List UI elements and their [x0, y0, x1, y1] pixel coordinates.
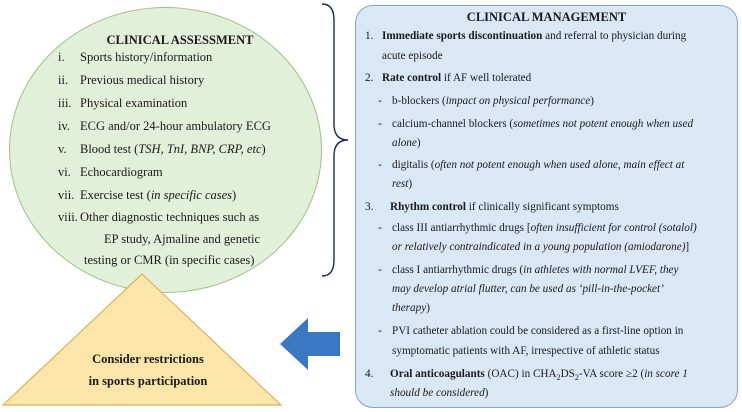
assessment-item-2: ii.Previous medical history: [58, 73, 205, 87]
mgmt-item-4-num: 4.: [365, 368, 374, 380]
mgmt-item-1: Immediate sports discontinuation and ref…: [382, 30, 687, 42]
mgmt-3-bullet-1-line2: or relatively contraindicated in a young…: [392, 241, 690, 253]
clinical-management-box: [355, 5, 738, 408]
assessment-item-5: v.Blood test (TSH, TnI, BNP, CRP, etc): [58, 142, 266, 156]
mgmt-2-bullet-3-line2: rest): [392, 178, 413, 190]
mgmt-item-2-num: 2.: [365, 72, 374, 84]
clinical-assessment-circle: [9, 7, 322, 293]
assessment-item-8: viii.Other diagnostic techniques such as: [58, 210, 260, 224]
mgmt-3-bullet-2-line3: therapy): [392, 302, 430, 314]
bullet-dash: -: [378, 118, 382, 130]
assessment-item-3: iii.Physical examination: [58, 96, 188, 110]
left-arrow-icon: [280, 318, 340, 370]
bullet-dash: -: [378, 95, 382, 107]
mgmt-2-bullet-3: digitalis (often not potent enough when …: [392, 159, 685, 171]
mgmt-3-bullet-2-line2: may develop atrial flutter, can be used …: [392, 283, 664, 295]
restrictions-text-line2: in sports participation: [88, 374, 208, 388]
mgmt-2-bullet-2: calcium-channel blockers (sometimes not …: [392, 118, 694, 130]
bullet-dash: -: [378, 325, 382, 337]
assessment-item-6: vi.Echocardiogram: [58, 165, 163, 179]
mgmt-item-1-line2: acute episode: [382, 50, 443, 62]
mgmt-2-bullet-1: b-blockers (impact on physical performan…: [392, 95, 594, 107]
right-curly-brace: [321, 3, 349, 277]
mgmt-item-3: Rhythm control if clinically significant…: [390, 201, 619, 213]
mgmt-3-bullet-1: class III antiarrhythmic drugs [often in…: [392, 222, 697, 234]
mgmt-item-2: Rate control if AF well tolerated: [382, 72, 532, 84]
assessment-item-8-line2: EP study, Ajmaline and genetic: [104, 232, 260, 246]
assessment-item-7: vii.Exercise test (in specific cases): [58, 188, 237, 202]
restrictions-triangle: [1, 273, 283, 406]
mgmt-3-bullet-2: class I antiarrhythmic drugs (in athlete…: [392, 264, 679, 276]
mgmt-item-3-num: 3.: [365, 201, 374, 213]
assessment-item-8-line3: testing or CMR (in specific cases): [84, 253, 255, 267]
mgmt-item-4-line2: should be considered): [390, 387, 489, 399]
clinical-assessment-title: CLINICAL ASSESSMENT: [106, 33, 254, 47]
bullet-dash: -: [378, 264, 382, 276]
assessment-item-4: iv.ECG and/or 24-hour ambulatory ECG: [58, 119, 271, 133]
mgmt-item-1-num: 1.: [365, 30, 374, 42]
mgmt-3-bullet-3: PVI catheter ablation could be considere…: [392, 325, 684, 337]
bullet-dash: -: [378, 159, 382, 171]
bullet-dash: -: [378, 222, 382, 234]
clinical-management-title: CLINICAL MANAGEMENT: [466, 10, 627, 24]
mgmt-3-bullet-3-line2: symptomatic patients with AF, irrespecti…: [392, 345, 660, 357]
restrictions-text-line1: Consider restrictions: [92, 352, 204, 366]
mgmt-2-bullet-2-line2: alone): [392, 137, 421, 149]
assessment-item-1: i.Sports history/information: [58, 50, 213, 64]
mgmt-item-4: Oral anticoagulants (OAC) in CHA2DS2-VA …: [390, 368, 688, 383]
